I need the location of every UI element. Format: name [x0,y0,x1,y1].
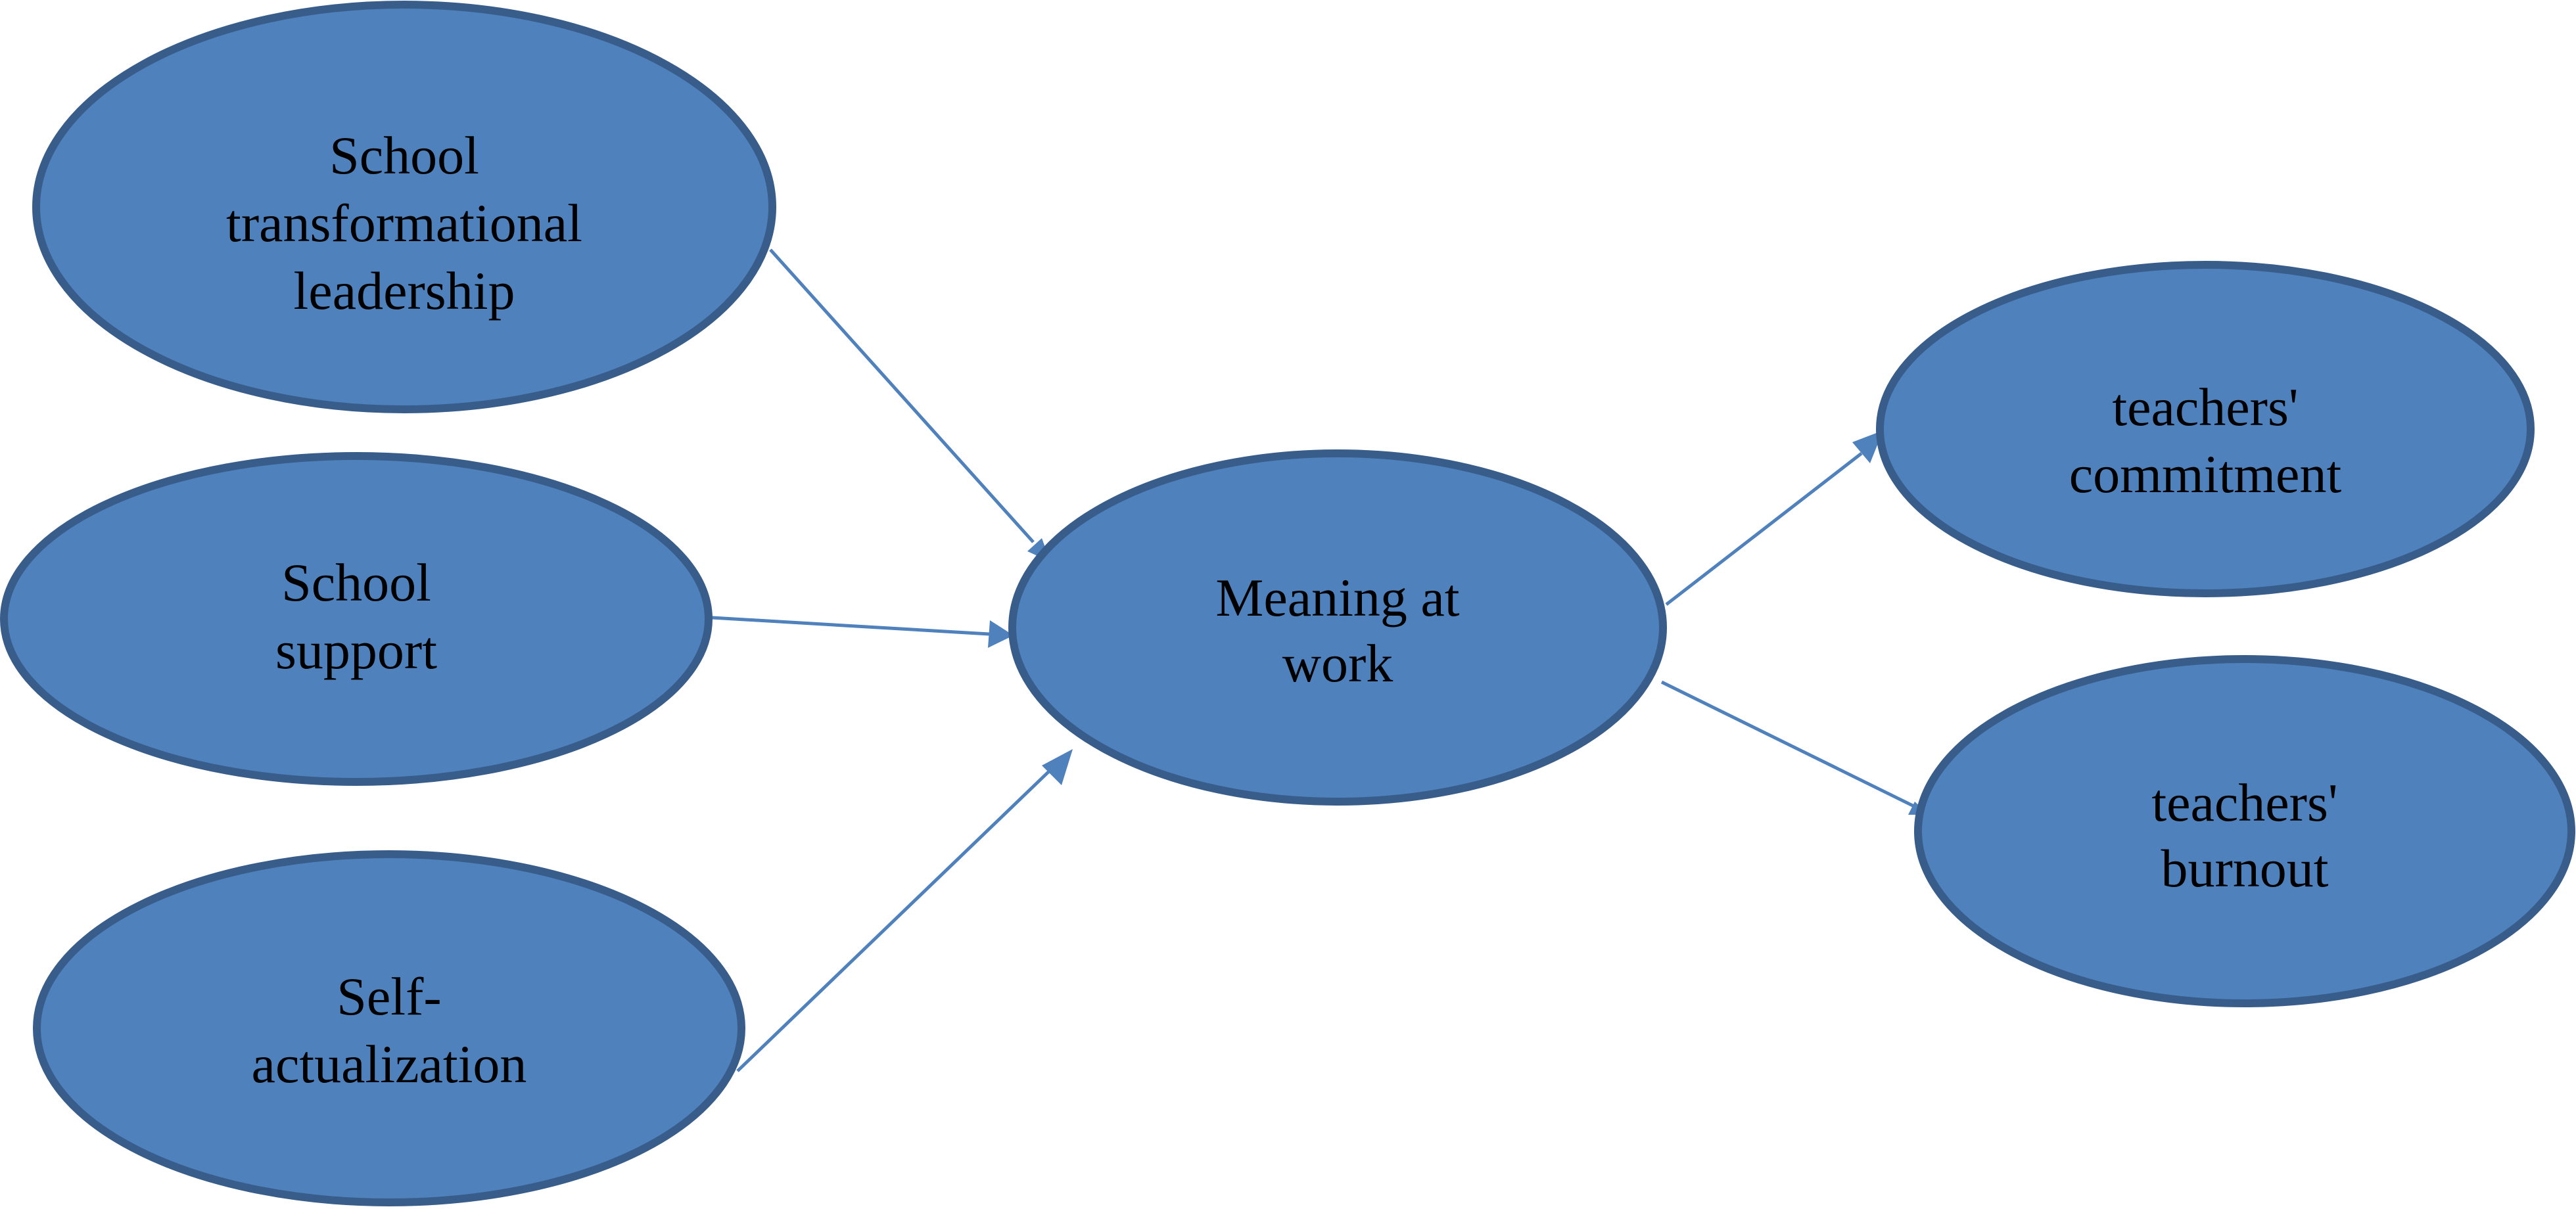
node-label-line: support [275,620,437,680]
node-label-line: leadership [294,261,515,321]
node-label-line: School [281,553,431,612]
node-school-support: School support [0,452,713,786]
arrowhead [1852,430,1883,463]
edge-support-to-meaning [711,616,1014,648]
node-label-line: work [1282,633,1393,693]
edge-leadership-to-meaning [769,248,1050,562]
node-label-line: burnout [2161,838,2328,898]
node-teachers-commitment: teachers' commitment [1876,261,2535,597]
node-label-line: School [329,125,479,185]
edge-selfactualization-to-meaning [736,749,1073,1072]
node-teachers-burnout: teachers' burnout [1914,655,2575,1007]
node-school-transformational-leadership: School transformational leadership [32,1,776,413]
node-label-line: Self- [337,967,441,1026]
node-label-line: commitment [2069,444,2342,504]
node-label-line: actualization [252,1034,527,1094]
edge-meaning-to-burnout [1660,680,1929,815]
node-label-line: Meaning at [1215,568,1459,627]
edges-layer [711,248,1929,1072]
arrowhead [1042,749,1073,785]
node-label-line: transformational [226,193,582,253]
arrowhead [988,620,1014,648]
node-meaning-at-work: Meaning at work [1008,449,1667,806]
edge-meaning-to-commitment [1665,430,1883,606]
node-label-line: teachers' [2151,773,2337,833]
node-label-line: teachers' [2112,377,2298,437]
node-self-actualization: Self- actualization [33,850,745,1206]
